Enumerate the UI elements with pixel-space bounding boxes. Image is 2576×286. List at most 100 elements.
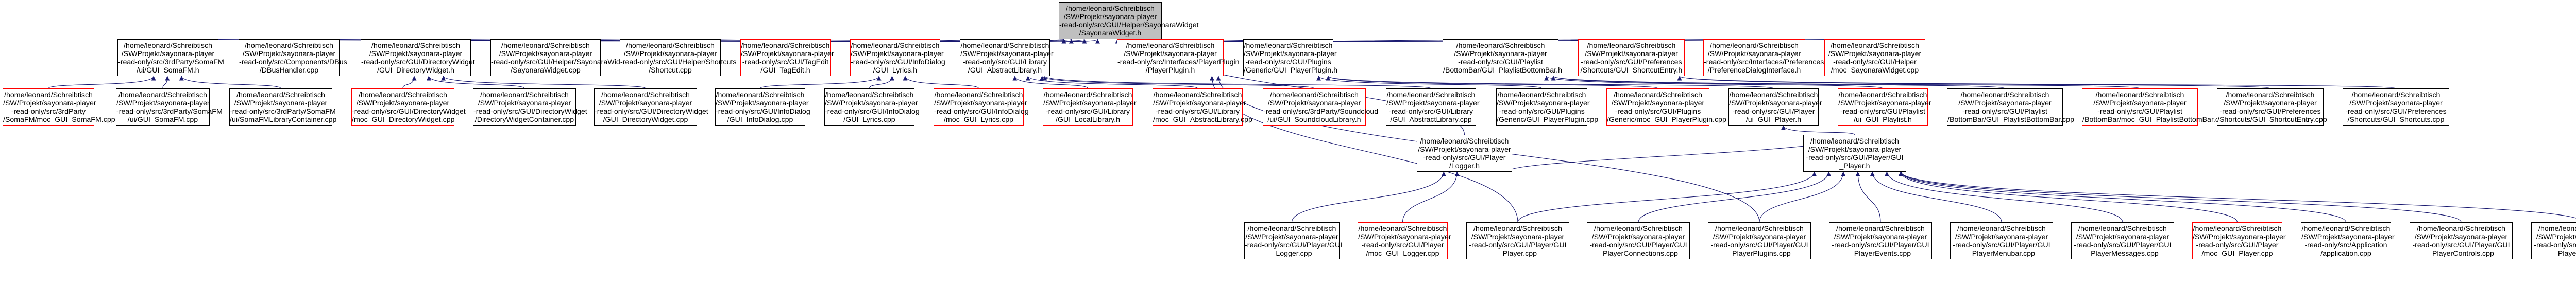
graph-node[interactable]: /home/leonard/Schreibtisch/SW/Projekt/sa… — [850, 39, 945, 76]
node-path-line: _PlayerMenubar.cpp — [1968, 249, 2036, 258]
node-path-line: /home/leonard/Schreibtisch — [1497, 91, 1586, 99]
node-path-line: /home/leonard/Schreibtisch — [851, 42, 940, 50]
graph-node[interactable]: /home/leonard/Schreibtisch/SW/Projekt/sa… — [1824, 39, 1925, 76]
dependency-edge — [1898, 171, 2238, 223]
dependency-edge — [179, 76, 281, 89]
graph-node[interactable]: /home/leonard/Schreibtisch/SW/Projekt/sa… — [824, 88, 920, 126]
graph-node[interactable]: /home/leonard/Schreibtisch/SW/Projekt/sa… — [1117, 39, 1240, 76]
node-path-line: /home/leonard/Schreibtisch — [1957, 225, 2046, 233]
node-path-line: /home/leonard/Schreibtisch — [1594, 225, 1683, 233]
node-path-line: /SW/Projekt/sayonara-player — [2536, 233, 2576, 241]
graph-node[interactable]: /home/leonard/Schreibtisch/SW/Projekt/sa… — [1587, 222, 1690, 259]
node-path-line: /ui/GUI_SomaFM.cpp — [127, 116, 198, 124]
graph-node[interactable]: /home/leonard/Schreibtisch/SW/Projekt/sa… — [2410, 222, 2513, 259]
node-path-line: /home/leonard/Schreibtisch — [1710, 42, 1799, 50]
graph-node[interactable]: /home/leonard/Schreibtisch/SW/Projekt/sa… — [1496, 88, 1598, 126]
graph-node[interactable]: /home/leonard/Schreibtisch/SW/Projekt/sa… — [2343, 88, 2449, 126]
graph-node[interactable]: /home/leonard/Schreibtisch/SW/Projekt/sa… — [117, 39, 224, 76]
graph-node[interactable]: /home/leonard/Schreibtisch/SW/Projekt/sa… — [116, 88, 223, 126]
graph-node[interactable]: /home/leonard/Schreibtisch/SW/Projekt/sa… — [1386, 88, 1480, 126]
node-path-line: /SW/Projekt/sayonara-player — [741, 50, 834, 58]
graph-node[interactable]: /home/leonard/Schreibtisch/SW/Projekt/sa… — [1708, 222, 1811, 259]
graph-node[interactable]: /home/leonard/Schreibtisch/SW/Projekt/sa… — [594, 88, 708, 126]
node-path-line: /GUI_Lyrics.cpp — [843, 116, 895, 124]
graph-node[interactable]: /home/leonard/Schreibtisch/SW/Projekt/sa… — [2301, 222, 2395, 259]
graph-node[interactable]: /home/leonard/Schreibtisch/SW/Projekt/sa… — [620, 39, 737, 76]
node-path-line: -read-only/src/GUI/DirectoryWidget — [361, 58, 475, 66]
graph-node[interactable]: /home/leonard/Schreibtisch/SW/Projekt/sa… — [1950, 222, 2053, 259]
node-path-line: /moc_GUI_AbstractLibrary.cpp — [1153, 116, 1252, 124]
node-path-line: /moc_GUI_DirectoryWidget.cpp — [352, 116, 455, 124]
graph-node[interactable]: /home/leonard/Schreibtisch/SW/Projekt/sa… — [490, 39, 630, 76]
graph-node[interactable]: /home/leonard/Schreibtisch/SW/Projekt/sa… — [1043, 88, 1137, 126]
graph-node[interactable]: /home/leonard/Schreibtisch/SW/Projekt/sa… — [1578, 39, 1685, 76]
node-path-line: /SW/Projekt/sayonara-player — [1245, 233, 1338, 241]
node-path-line: /SW/Projekt/sayonara-player — [369, 50, 463, 58]
graph-node[interactable]: /home/leonard/Schreibtisch/SW/Projekt/sa… — [934, 88, 1029, 126]
graph-node[interactable]: /home/leonard/Schreibtisch/SW/Projekt/sa… — [1358, 222, 1451, 259]
node-path-line: /SW/Projekt/sayonara-player — [2193, 233, 2286, 241]
dependency-edge — [1291, 171, 1446, 223]
graph-node[interactable]: /home/leonard/Schreibtisch/SW/Projekt/sa… — [2217, 88, 2327, 126]
graph-node[interactable]: /home/leonard/Schreibtisch/SW/Projekt/sa… — [473, 88, 587, 126]
graph-node[interactable]: /home/leonard/Schreibtisch/SW/Projekt/sa… — [1703, 39, 1824, 76]
graph-node[interactable]: /home/leonard/Schreibtisch/SW/Projekt/sa… — [1803, 135, 1906, 172]
dependency-edge — [48, 76, 156, 89]
dependency-edge — [1884, 171, 2123, 223]
node-path-line: _PlayerPlugins.cpp — [1728, 249, 1791, 258]
node-path-line: /SW/Projekt/sayonara-player — [242, 50, 336, 58]
graph-node[interactable]: /home/leonard/Schreibtisch/SW/Projekt/sa… — [1263, 88, 1378, 126]
graph-node[interactable]: /home/leonard/Schreibtisch/SW/Projekt/sa… — [1243, 39, 1338, 76]
graph-node[interactable]: /home/leonard/Schreibtisch/SW/Projekt/sa… — [1728, 88, 1822, 126]
node-path-line: /home/leonard/Schreibtisch — [2193, 225, 2282, 233]
dependency-edge — [1638, 171, 1832, 223]
node-path-line: /SW/Projekt/sayonara-player — [1063, 13, 1157, 21]
graph-node[interactable]: /home/leonard/Schreibtisch/SW/Projekt/sa… — [361, 39, 475, 76]
graph-node[interactable]: /home/leonard/Schreibtisch/SW/Projekt/sa… — [1606, 88, 1726, 126]
graph-node[interactable]: /home/leonard/Schreibtisch/SW/Projekt/sa… — [1466, 222, 1569, 259]
node-path-line: -read-only/src/GUI/Player — [1732, 108, 1815, 116]
graph-node[interactable]: /home/leonard/Schreibtisch/SW/Projekt/sa… — [1244, 222, 1342, 259]
graph-node[interactable]: /home/leonard/Schreibtisch/SW/Projekt/sa… — [1443, 39, 1562, 76]
graph-node[interactable]: /home/leonard/Schreibtisch/SW/Projekt/sa… — [960, 39, 1054, 76]
graph-node[interactable]: /home/leonard/Schreibtisch/SW/Projekt/sa… — [715, 88, 810, 126]
graph-node[interactable]: /home/leonard/Schreibtisch/SW/Projekt/sa… — [740, 39, 834, 76]
graph-node[interactable]: /home/leonard/Schreibtisch/SW/Projekt/sa… — [1153, 88, 1252, 126]
node-path-line: /Generic/GUI_PlayerPlugin.h — [1244, 66, 1338, 75]
node-path-line: _PlayerCover.cpp — [2554, 249, 2576, 258]
graph-node[interactable]: /home/leonard/Schreibtisch/SW/Projekt/sa… — [1829, 222, 1932, 259]
root-node: /home/leonard/Schreibtisch/SW/Projekt/sa… — [1059, 2, 1198, 39]
graph-node[interactable]: /home/leonard/Schreibtisch/SW/Projekt/sa… — [3, 88, 115, 126]
node-path-line: /ui/GUI_SomaFM.h — [137, 66, 199, 75]
node-path-line: /SW/Projekt/sayonara-player — [499, 50, 592, 58]
node-path-line: /home/leonard/Schreibtisch — [1126, 42, 1215, 50]
dependency-edge — [1402, 171, 1460, 223]
graph-node[interactable]: /home/leonard/Schreibtisch/SW/Projekt/sa… — [239, 39, 347, 76]
dependency-edge — [1544, 76, 1884, 89]
node-path-line: -read-only/src/Application — [2304, 241, 2387, 249]
graph-node[interactable]: /home/leonard/Schreibtisch/SW/Projekt/sa… — [2082, 88, 2227, 126]
graph-node[interactable]: /home/leonard/Schreibtisch/SW/Projekt/sa… — [1417, 135, 1512, 172]
graph-node[interactable]: /home/leonard/Schreibtisch/SW/Projekt/sa… — [229, 88, 336, 126]
node-path-line: /SW/Projekt/sayonara-player — [2414, 233, 2508, 241]
node-path-line: /SW/Projekt/sayonara-player — [1808, 146, 1902, 154]
graph-node[interactable]: /home/leonard/Schreibtisch/SW/Projekt/sa… — [2531, 222, 2576, 259]
graph-node[interactable]: /home/leonard/Schreibtisch/SW/Projekt/sa… — [2192, 222, 2286, 259]
node-path-line: /home/leonard/Schreibtisch — [1838, 91, 1927, 99]
graph-node[interactable]: /home/leonard/Schreibtisch/SW/Projekt/sa… — [351, 88, 466, 126]
node-path-line: /SW/Projekt/sayonara-player — [1713, 233, 1806, 241]
dependency-edge — [1899, 171, 2462, 223]
node-path-line: -read-only/src/3rdParty/SomaFM — [118, 58, 224, 66]
node-path-line: -read-only/src/GUI/Plugins — [1499, 108, 1585, 116]
node-path-line: -read-only/src/GUI/Playlist — [1458, 58, 1543, 66]
graph-node[interactable]: /home/leonard/Schreibtisch/SW/Projekt/sa… — [2071, 222, 2174, 259]
node-path-line: /home/leonard/Schreibtisch — [124, 42, 212, 50]
dependency-edge — [1870, 171, 2002, 223]
dependency-edge — [402, 76, 417, 89]
graph-node[interactable]: /home/leonard/Schreibtisch/SW/Projekt/sa… — [1838, 88, 1931, 126]
node-path-line: /SW/Projekt/sayonara-player — [1834, 233, 1927, 241]
node-path-line: -read-only/src/GUI/Plugins — [1245, 58, 1331, 66]
dependency-edge — [1781, 125, 1855, 135]
node-path-line: /SW/Projekt/sayonara-player — [1153, 99, 1246, 108]
graph-node[interactable]: /home/leonard/Schreibtisch/SW/Projekt/sa… — [1947, 88, 2074, 126]
